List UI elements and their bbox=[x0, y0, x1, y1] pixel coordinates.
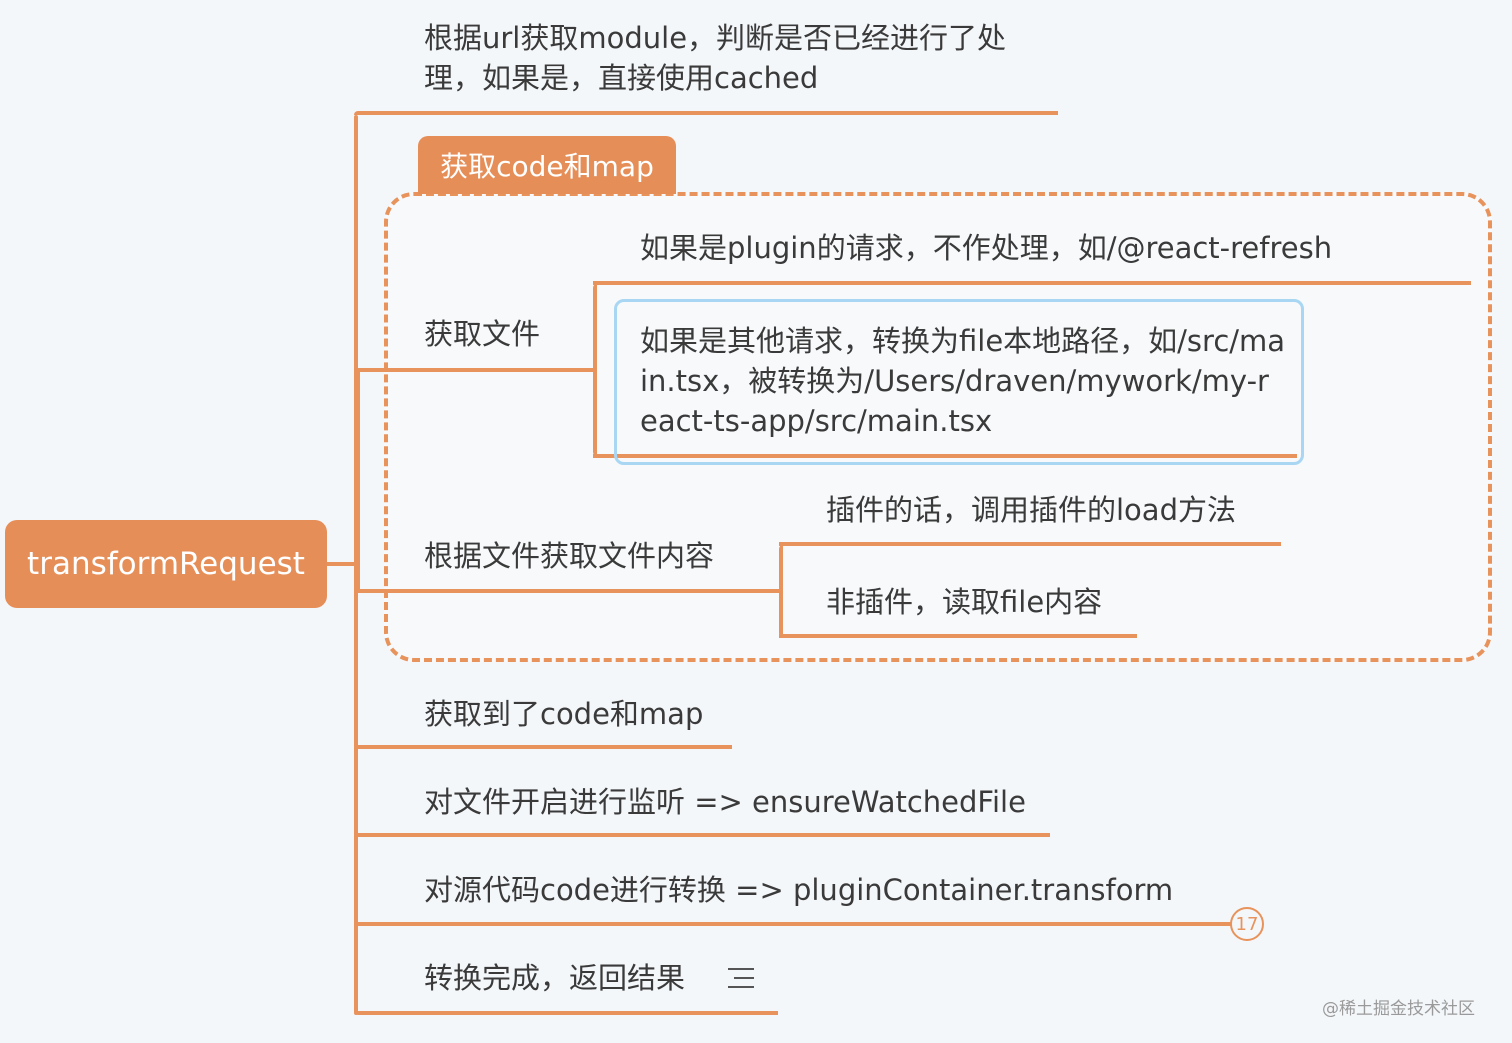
get-file-trunk bbox=[593, 284, 597, 456]
root-connector bbox=[327, 562, 357, 566]
group-boundary bbox=[384, 192, 1492, 662]
underline-plugin-request bbox=[593, 281, 1471, 285]
node-watch[interactable]: 对文件开启进行监听 => ensureWatchedFile bbox=[424, 785, 1026, 819]
collapsed-count-badge[interactable]: 17 bbox=[1230, 907, 1264, 941]
underline-plugin-load bbox=[779, 542, 1281, 546]
group-trunk bbox=[356, 370, 360, 592]
note-lines-icon[interactable] bbox=[728, 966, 758, 992]
underline-transform bbox=[354, 922, 1232, 926]
underline-get-content bbox=[356, 589, 782, 593]
node-plugin-load[interactable]: 插件的话，调用插件的load方法 bbox=[826, 493, 1236, 527]
underline-other-request bbox=[593, 454, 1297, 458]
node-got-code[interactable]: 获取到了code和map bbox=[424, 697, 704, 731]
underline-done bbox=[354, 1011, 778, 1015]
underline-non-plugin bbox=[779, 634, 1137, 638]
selection-outline bbox=[614, 299, 1304, 465]
root-node[interactable]: transformRequest bbox=[5, 520, 327, 608]
watermark: @稀土掘金技术社区 bbox=[1322, 999, 1475, 1019]
underline-watch bbox=[354, 833, 1050, 837]
node-cached[interactable]: 根据url获取module，判断是否已经进行了处理，如果是，直接使用cached bbox=[424, 21, 1007, 95]
node-transform[interactable]: 对源代码code进行转换 => pluginContainer.transfor… bbox=[424, 873, 1174, 907]
node-non-plugin[interactable]: 非插件，读取file内容 bbox=[826, 585, 1103, 619]
node-plugin-request[interactable]: 如果是plugin的请求，不作处理，如/@react-refresh bbox=[640, 231, 1333, 265]
underline-got-code bbox=[354, 745, 732, 749]
get-content-trunk bbox=[779, 545, 783, 637]
node-get-file[interactable]: 获取文件 bbox=[424, 317, 541, 351]
group-tab[interactable]: 获取code和map bbox=[418, 136, 676, 194]
node-get-content[interactable]: 根据文件获取文件内容 bbox=[424, 539, 715, 573]
underline-cached bbox=[354, 111, 1058, 115]
node-done[interactable]: 转换完成，返回结果 bbox=[424, 961, 686, 995]
node-other-request[interactable]: 如果是其他请求，转换为file本地路径，如/src/main.tsx，被转换为/… bbox=[640, 324, 1286, 438]
underline-get-file bbox=[356, 368, 596, 372]
